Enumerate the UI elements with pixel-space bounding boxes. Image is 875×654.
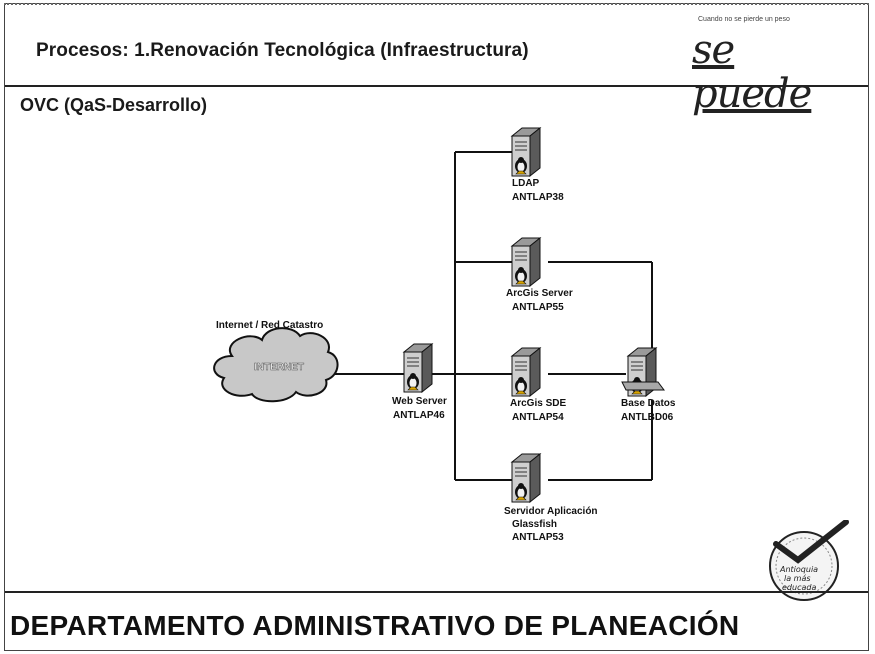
svg-text:educada: educada [782, 583, 816, 592]
section-subtitle: OVC (QaS-Desarrollo) [20, 95, 208, 115]
footer-divider [5, 591, 868, 593]
ldap-name: LDAP [512, 178, 540, 189]
web-server-icon [403, 343, 433, 393]
slogan-big-text: se puede [692, 27, 812, 117]
slogan-logo: Cuando no se pierde un peso se puede [690, 14, 850, 116]
arcgis-server-host: ANTLAP55 [512, 302, 564, 313]
footer-title: DEPARTAMENTO ADMINISTRATIVO DE PLANEACIÓ… [10, 610, 740, 641]
arcgis-server-icon [511, 237, 541, 287]
arcgis-sde-name: ArcGis SDE [510, 398, 566, 409]
internet-cloud: INTERNET [213, 327, 339, 403]
arcgis-sde-host: ANTLAP54 [512, 412, 564, 423]
glassfish-host: ANTLAP53 [512, 532, 564, 543]
glassfish-name2: Glassfish [512, 519, 557, 530]
web-server-host: ANTLAP46 [393, 410, 445, 421]
ldap-server-icon [511, 127, 541, 177]
db-name: Base Datos [621, 398, 676, 409]
glassfish-name: Servidor Aplicación [504, 506, 598, 517]
glassfish-server-icon [511, 453, 541, 503]
ldap-host: ANTLAP38 [512, 192, 564, 203]
header-divider [5, 85, 868, 87]
cloud-label: Internet / Red Catastro [216, 320, 323, 331]
svg-text:Antioquia: Antioquia [779, 565, 818, 574]
slogan-small-text: Cuando no se pierde un peso [698, 16, 790, 23]
database-server-icon [621, 347, 665, 397]
web-server-name: Web Server [392, 396, 447, 407]
cloud-inner-text: INTERNET [254, 362, 304, 373]
arcgis-server-name: ArcGis Server [506, 288, 573, 299]
arcgis-sde-server-icon [511, 347, 541, 397]
antioquia-seal: Antioquia la más educada [769, 520, 849, 601]
slide-title: Procesos: 1.Renovación Tecnológica (Infr… [36, 40, 529, 61]
top-dotted-line [4, 3, 869, 5]
svg-text:la más: la más [784, 574, 811, 583]
connection-lines [335, 151, 653, 481]
db-host: ANTLBD06 [621, 412, 674, 423]
